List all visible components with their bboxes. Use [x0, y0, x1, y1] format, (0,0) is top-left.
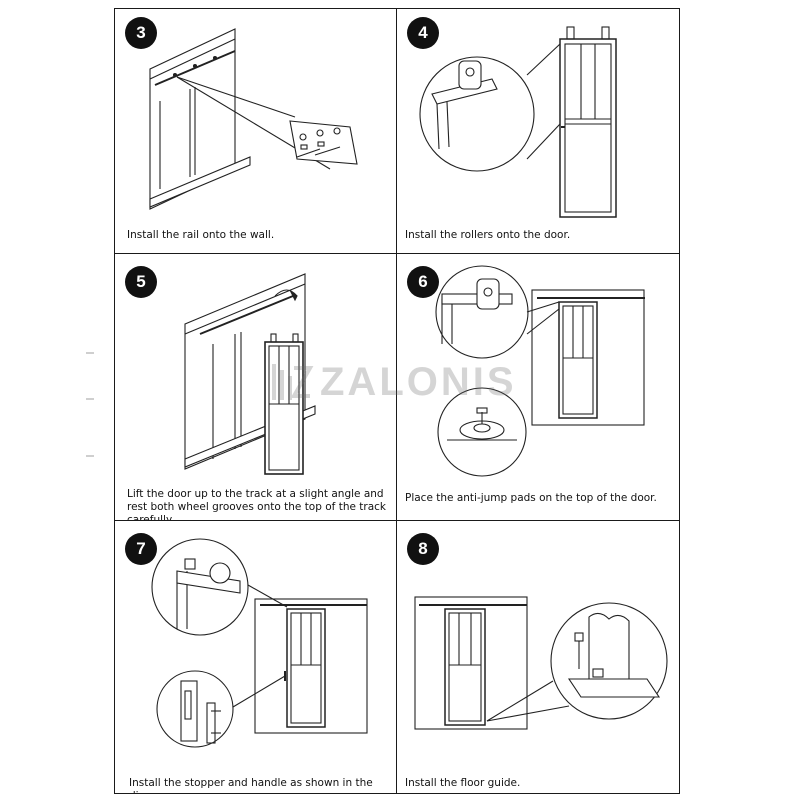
step-5-number-badge: 5: [125, 266, 157, 298]
step-6-panel: 6 Place the anti-jump pads on the top: [397, 254, 679, 520]
step-3-rail-wall-illustration: [149, 28, 358, 210]
step-7-caption: Install the stopper and handle as shown …: [129, 777, 373, 793]
step-3-panel: 3 Install the rail onto the wall.: [115, 9, 396, 253]
step-8-panel: 8 Install the floor guide.: [397, 521, 679, 793]
step-3-number-badge: 3: [125, 17, 157, 49]
step-6-caption: Place the anti-jump pads on the top of t…: [405, 492, 657, 504]
step-8-caption: Install the floor guide.: [405, 777, 521, 789]
step-6-anti-jump-pads-illustration: [435, 265, 645, 477]
row-divider-1: [114, 253, 680, 254]
scan-artifact: [86, 398, 94, 400]
step-6-number-badge: 6: [407, 266, 439, 298]
step-3-caption: Install the rail onto the wall.: [127, 229, 275, 241]
step-4-caption: Install the rollers onto the door.: [405, 229, 571, 241]
scan-artifact: [86, 455, 94, 457]
outer-border-right: [679, 8, 680, 794]
step-5-panel: 5 Lift the door up to the track at a sli…: [115, 254, 396, 520]
step-7-number-badge: 7: [125, 533, 157, 565]
step-4-panel: 4 Install the rollers onto the door.: [397, 9, 679, 253]
center-divider: [396, 8, 397, 794]
step-8-number-badge: 8: [407, 533, 439, 565]
step-7-panel: 7 Install: [115, 521, 396, 793]
outer-border-bottom: [114, 793, 680, 794]
step-4-number-badge: 4: [407, 17, 439, 49]
outer-border-top: [114, 8, 680, 9]
row-divider-2: [114, 520, 680, 521]
step-8-floor-guide-illustration: [414, 596, 668, 730]
step-4-rollers-door-illustration: [419, 26, 617, 218]
outer-border-left: [114, 8, 115, 794]
step-5-caption: Lift the door up to the track at a sligh…: [127, 488, 386, 520]
step-5-lift-door-illustration: [184, 273, 316, 475]
step-7-stopper-handle-illustration: [151, 538, 368, 748]
scan-artifact: [86, 352, 94, 354]
instruction-sheet: 3 Install the rail onto the wall.: [114, 8, 680, 794]
